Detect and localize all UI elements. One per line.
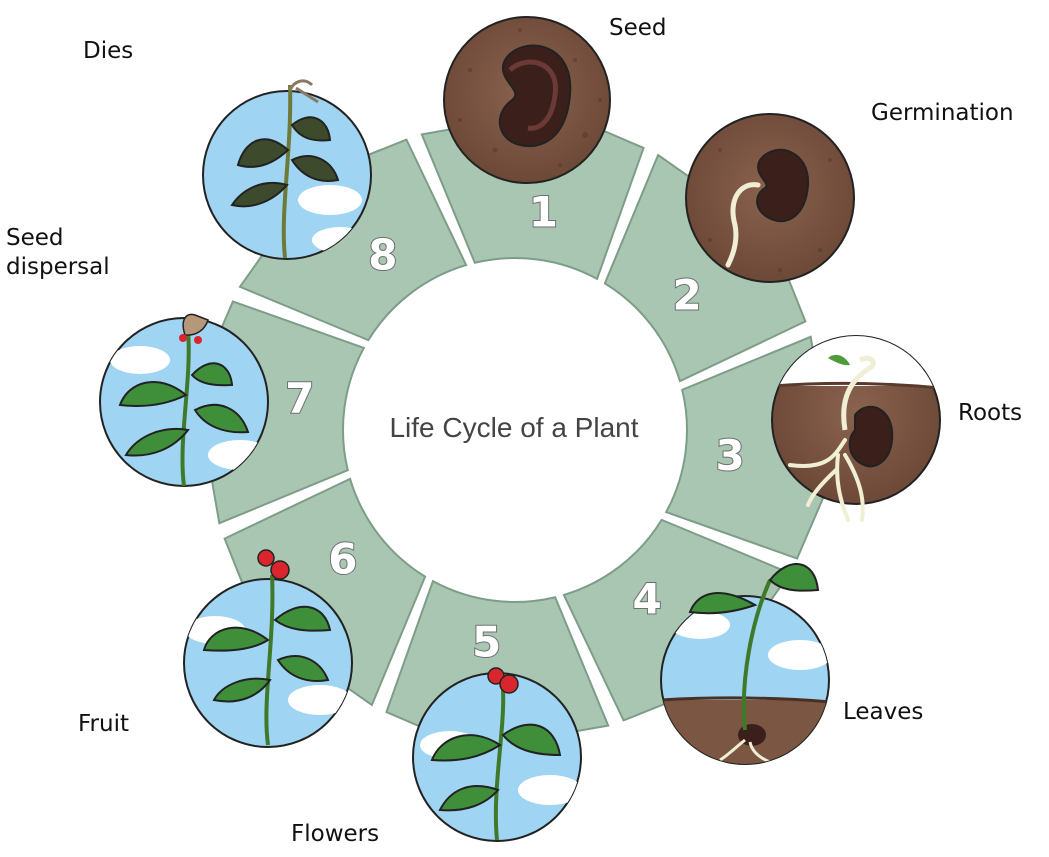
- stage-label-flowers: Flowers: [291, 820, 379, 849]
- diagram-title: Life Cycle of a Plant: [344, 412, 684, 444]
- dying-plant-icon: [203, 81, 371, 259]
- step-number-2: 2: [673, 270, 702, 319]
- step-number-6: 6: [328, 535, 357, 584]
- step-number-3: 3: [716, 431, 745, 480]
- seed-in-soil-icon: [444, 17, 610, 183]
- step-number-7: 7: [285, 374, 314, 423]
- germinating-seed-icon: [686, 114, 854, 282]
- stage-label-seed-dispersal: Seed dispersal: [6, 224, 110, 282]
- stage-label-dies: Dies: [83, 37, 133, 66]
- step-number-1: 1: [529, 187, 558, 236]
- stage-label-fruit: Fruit: [78, 710, 129, 739]
- stage-label-leaves: Leaves: [843, 698, 923, 727]
- step-number-8: 8: [368, 230, 397, 279]
- step-number-5: 5: [472, 618, 501, 667]
- step-number-4: 4: [632, 575, 661, 624]
- stage-label-roots: Roots: [958, 399, 1022, 428]
- stage-label-seed: Seed: [609, 14, 667, 43]
- stage-label-germination: Germination: [871, 99, 1014, 128]
